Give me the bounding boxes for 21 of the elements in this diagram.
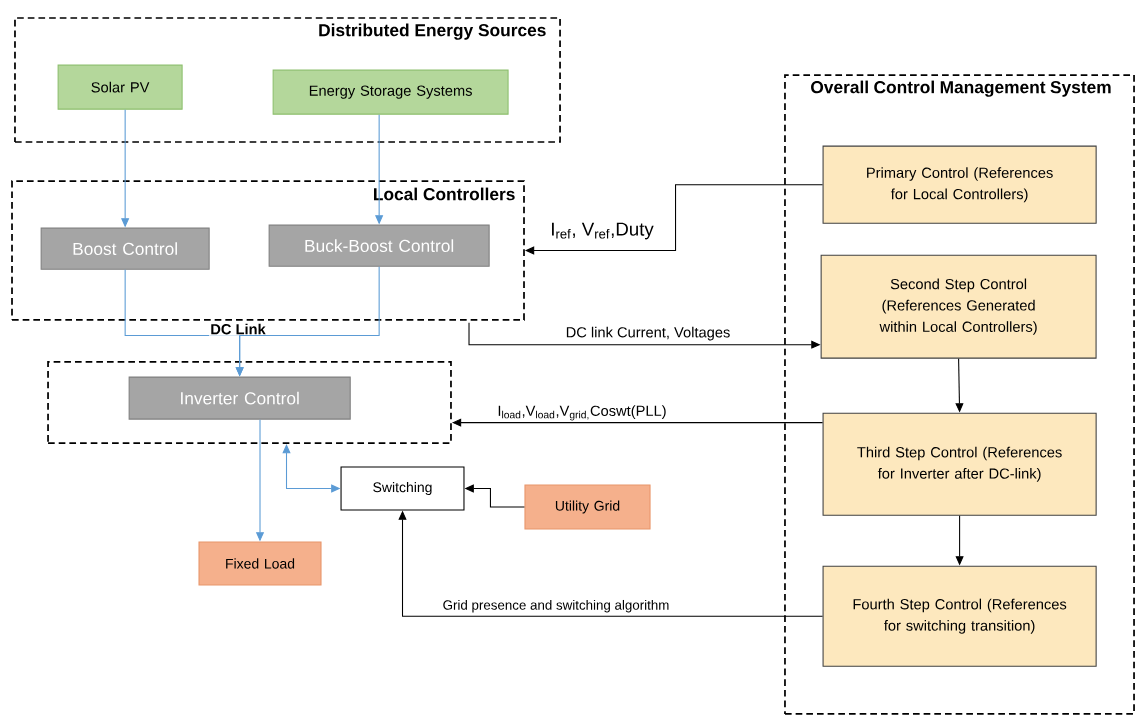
process-box: Fixed Load <box>198 541 322 586</box>
process-box: Switching <box>340 466 465 511</box>
edge-label: DC Link <box>208 322 268 336</box>
dashed-frame <box>47 361 452 444</box>
controller-box: Buck-Boost Control <box>268 224 490 267</box>
control-box: Third Step Control (References for Inverter after DC-link) <box>822 412 1097 516</box>
control-box: Fourth Step Control (References for switching transition) <box>822 565 1097 667</box>
process-box: Utility Grid <box>524 484 651 530</box>
controller-box: Inverter Control <box>128 376 351 420</box>
edge-label: DC link Current, Voltages <box>564 325 732 342</box>
edge-label: Grid presence and switching algorithm <box>441 598 671 614</box>
controller-box: Boost Control <box>40 227 210 270</box>
frame-title: Overall Control Management System <box>811 80 1111 97</box>
frame-title: Distributed Energy Sources <box>319 23 546 40</box>
frame-title: Local Controllers <box>374 187 515 201</box>
control-box: Primary Control (References for Local Controllers) <box>822 145 1097 224</box>
process-box: Energy Storage Systems <box>272 69 509 115</box>
edge-label: I$_{ref}$, V$_{ref}$,Duty <box>548 221 656 241</box>
control-box: Second Step Control (References Generated within Local Controllers) <box>820 254 1097 359</box>
edge-label: I$_{load}$,V$_{load}$,V$_{grid,}$Coswt(PLL) <box>496 403 668 422</box>
process-box: Solar PV <box>57 64 183 110</box>
